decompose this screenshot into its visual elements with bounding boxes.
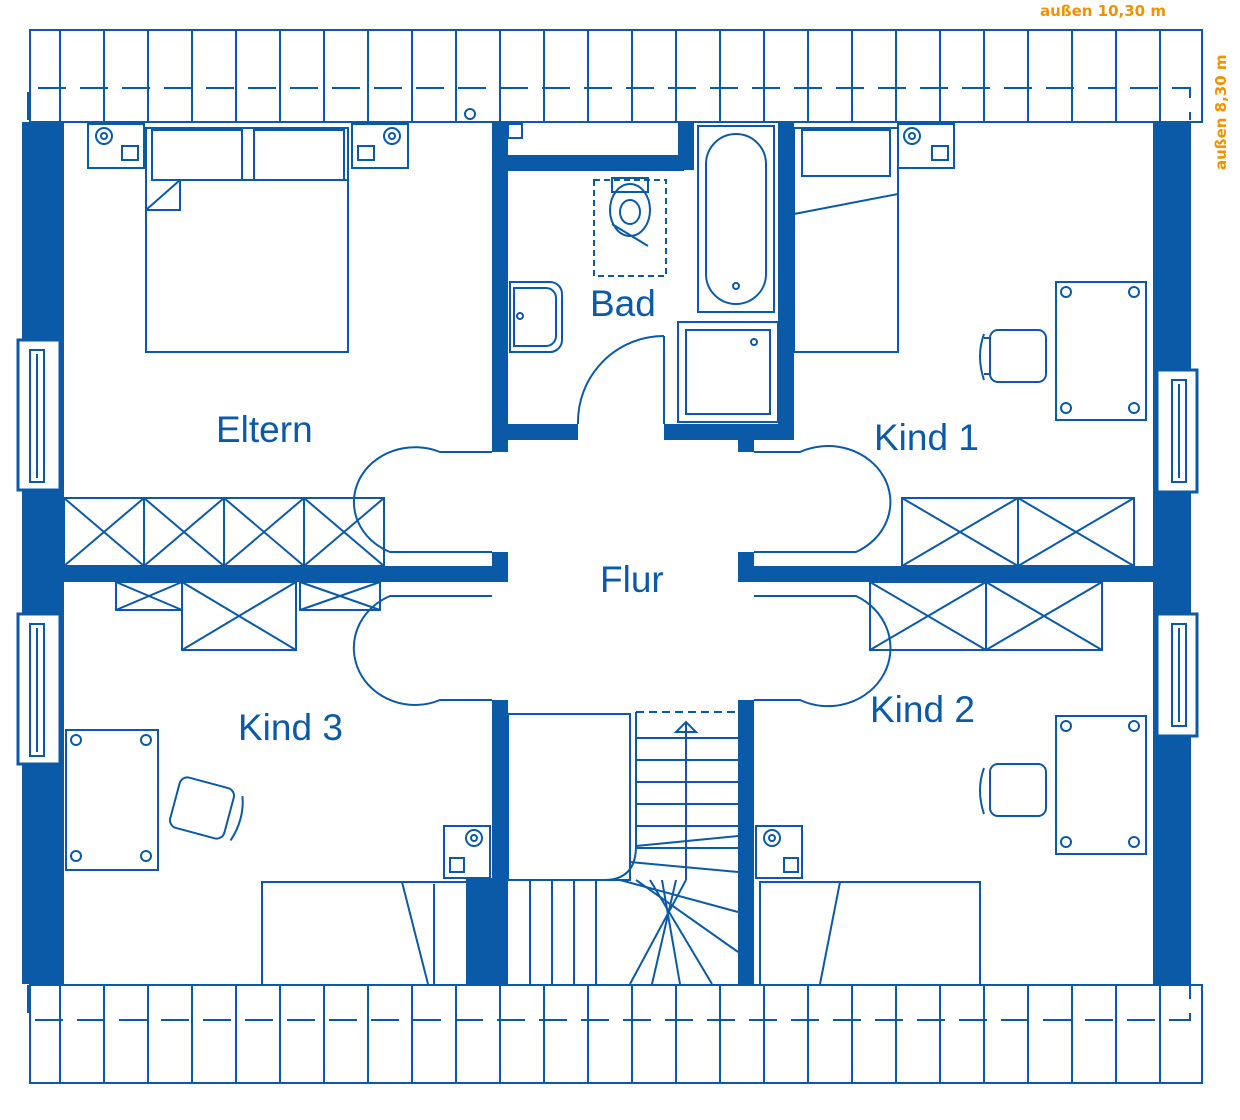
outer-width-dimension: außen 10,30 m xyxy=(1040,2,1166,20)
wardrobe-child1 xyxy=(901,497,1135,567)
nightstand-child3 xyxy=(443,825,491,879)
room-label-bath: Bad xyxy=(590,283,656,324)
wardrobe-module xyxy=(181,581,297,651)
room-label-child2: Kind 2 xyxy=(870,689,975,730)
room-label-hall: Flur xyxy=(600,559,664,600)
single-bed-child1 xyxy=(793,127,899,353)
stair-step xyxy=(661,879,681,985)
bed-child2 xyxy=(759,881,981,985)
wardrobe-child3 xyxy=(115,581,381,651)
wardrobe-module xyxy=(985,581,1103,651)
chair-child1 xyxy=(979,329,1047,383)
desk-child1 xyxy=(1055,281,1147,421)
room-label-child3: Kind 3 xyxy=(238,707,343,748)
wardrobe-cross xyxy=(985,581,1103,651)
wardrobe-cross xyxy=(223,497,305,567)
wardrobe-cross xyxy=(901,497,1019,567)
window-child1 xyxy=(1155,368,1199,494)
desk-child3 xyxy=(65,729,159,871)
window-child2 xyxy=(1155,612,1199,738)
wardrobe-cross xyxy=(1017,497,1135,567)
toilet-icon xyxy=(593,177,667,277)
wardrobe-child2 xyxy=(869,581,1103,651)
exterior-walls xyxy=(22,122,1191,984)
nightstand-child1 xyxy=(897,123,955,169)
outlet-icon xyxy=(464,108,476,120)
chair-child3 xyxy=(169,776,244,842)
staircase xyxy=(507,711,739,985)
hall-outline xyxy=(352,445,892,708)
nightstand-child2 xyxy=(755,825,803,879)
sink-icon xyxy=(509,281,563,353)
stair-step xyxy=(629,861,739,873)
stair-step xyxy=(651,879,677,985)
bath-door-swing xyxy=(576,335,665,425)
wardrobe-cross xyxy=(869,581,987,651)
wardrobe-module xyxy=(1017,497,1135,567)
shower-icon xyxy=(677,321,779,423)
roof-eave-top xyxy=(27,29,1203,123)
room-label-parents: Eltern xyxy=(216,409,313,450)
stair-step xyxy=(649,879,713,985)
wardrobe-module xyxy=(303,497,385,567)
room-label-child1: Kind 1 xyxy=(874,417,979,458)
stair-step xyxy=(635,835,739,847)
wardrobe-cross xyxy=(143,497,225,567)
wardrobe-cross xyxy=(181,581,297,651)
stair-step xyxy=(635,879,739,953)
interior-walls xyxy=(64,122,1154,984)
nightstand-right xyxy=(351,123,409,169)
chair-child2 xyxy=(979,763,1047,817)
wardrobe-cross xyxy=(303,497,385,567)
window-child3 xyxy=(16,612,62,766)
bed-child3 xyxy=(261,881,466,985)
wardrobe-cross xyxy=(63,497,145,567)
nightstand-left xyxy=(87,123,145,169)
roof-eave-bottom xyxy=(27,984,1203,1084)
double-bed xyxy=(145,127,349,353)
wardrobe-module xyxy=(299,581,381,611)
meter-box xyxy=(507,123,523,139)
stair-step xyxy=(619,879,739,913)
wardrobe-cross xyxy=(299,581,381,611)
bathtub-icon xyxy=(697,125,775,313)
desk-child2 xyxy=(1055,715,1147,855)
window-parents xyxy=(16,338,62,492)
wardrobe-parents xyxy=(63,497,385,567)
stair-step xyxy=(629,879,687,985)
wardrobe-cross xyxy=(115,581,183,611)
